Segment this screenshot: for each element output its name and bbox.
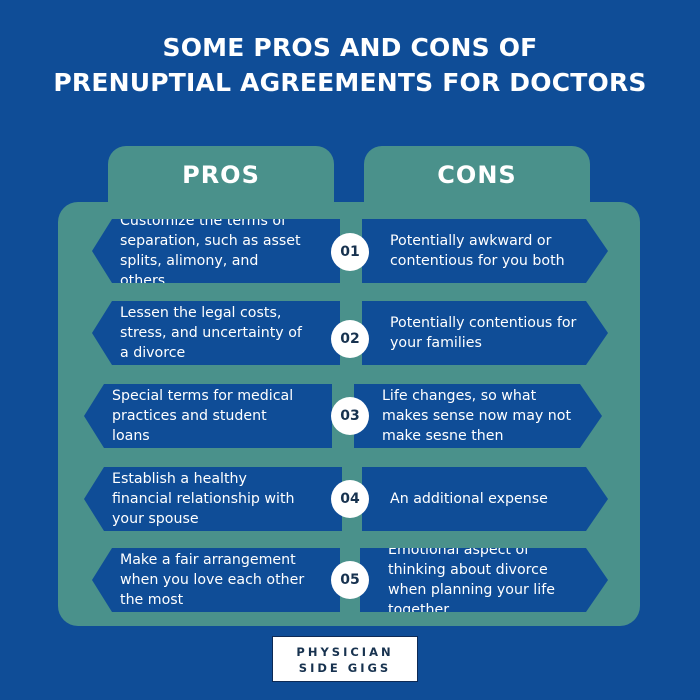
cons-header: CONS bbox=[364, 146, 590, 208]
title-line-1: SOME PROS AND CONS OF bbox=[162, 33, 538, 62]
row-number-3: 03 bbox=[331, 397, 369, 435]
row-number-1: 01 bbox=[331, 233, 369, 271]
row-number-2: 02 bbox=[331, 320, 369, 358]
title-line-2: PRENUPTIAL AGREEMENTS FOR DOCTORS bbox=[53, 68, 647, 97]
page-title: SOME PROS AND CONS OF PRENUPTIAL AGREEME… bbox=[0, 30, 700, 100]
con-card-5: Emotional aspect of thinking about divor… bbox=[360, 548, 608, 612]
pro-text-5: Make a fair arrangement when you love ea… bbox=[120, 552, 305, 608]
logo-line-1: PHYSICIAN bbox=[296, 645, 394, 659]
pro-card-2: Lessen the legal costs, stress, and unce… bbox=[92, 301, 340, 365]
con-text-4: An additional expense bbox=[390, 491, 548, 507]
row-number-5: 05 bbox=[331, 561, 369, 599]
pros-header: PROS bbox=[108, 146, 334, 208]
con-text-3: Life changes, so what makes sense now ma… bbox=[382, 388, 572, 444]
pro-card-1: Customize the terms of separation, such … bbox=[92, 219, 340, 283]
pro-text-2: Lessen the legal costs, stress, and unce… bbox=[120, 305, 302, 361]
pro-card-4: Establish a healthy financial relationsh… bbox=[84, 467, 342, 531]
con-card-3: Life changes, so what makes sense now ma… bbox=[354, 384, 602, 448]
con-text-1: Potentially awkward or contentious for y… bbox=[390, 233, 565, 269]
pro-text-1: Customize the terms of separation, such … bbox=[120, 213, 301, 289]
row-number-4: 04 bbox=[331, 480, 369, 518]
brand-logo: PHYSICIAN SIDE GIGS bbox=[272, 636, 418, 682]
logo-line-2: SIDE GIGS bbox=[298, 661, 392, 675]
con-card-4: An additional expense bbox=[362, 467, 608, 531]
pro-card-3: Special terms for medical practices and … bbox=[84, 384, 332, 448]
pro-text-3: Special terms for medical practices and … bbox=[112, 388, 294, 444]
con-card-2: Potentially contentious for your familie… bbox=[362, 301, 608, 365]
pro-card-5: Make a fair arrangement when you love ea… bbox=[92, 548, 340, 612]
con-card-1: Potentially awkward or contentious for y… bbox=[362, 219, 608, 283]
pro-text-4: Establish a healthy financial relationsh… bbox=[112, 471, 295, 527]
con-text-5: Emotional aspect of thinking about divor… bbox=[388, 542, 555, 618]
con-text-2: Potentially contentious for your familie… bbox=[390, 315, 577, 351]
